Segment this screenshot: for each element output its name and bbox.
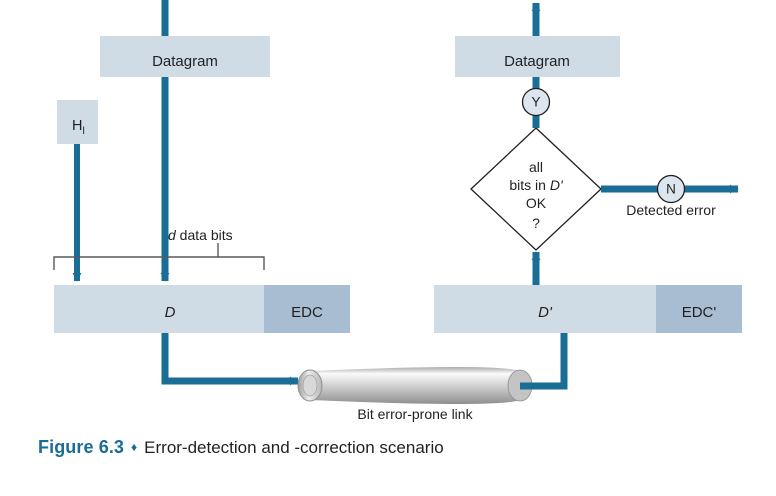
- receiver-frame-data-label: D': [538, 304, 553, 321]
- decision-diamond: [470, 127, 602, 251]
- decision-line-3: OK: [526, 195, 547, 211]
- decision-line-2-italic: D': [550, 177, 564, 193]
- receiver-datagram-box: [455, 36, 620, 77]
- decision-line-2: bits in D': [509, 177, 564, 193]
- data-bits-label: d data bits: [168, 227, 233, 243]
- sender-frame-data-box: [54, 285, 264, 333]
- data-bits-bracket: [53, 256, 265, 270]
- header-box-main-letter: H: [72, 118, 82, 134]
- header-box-subscript: l: [82, 125, 84, 137]
- sender-frame-data-label: D: [165, 304, 176, 321]
- figure-number: Figure 6.3: [38, 437, 125, 457]
- sender-frame-to-link-path: [161, 333, 299, 386]
- bit-error-prone-link-pipe: [297, 367, 533, 404]
- data-bits-label-italic: d: [168, 227, 177, 243]
- decision-line-1: all: [529, 159, 543, 175]
- no-branch-circle: [656, 174, 686, 204]
- no-branch-label: N: [666, 182, 676, 197]
- yes-branch-circle: [521, 87, 551, 117]
- header-box: [57, 100, 98, 144]
- link-label: Bit error-prone link: [357, 406, 473, 422]
- receiver-frame-edc-label: EDC': [682, 304, 717, 321]
- figure-caption: Figure 6.3 ♦ Error-detection and -correc…: [38, 437, 444, 458]
- decision-line-4: ?: [532, 215, 540, 231]
- link-to-receiver-frame-path: [520, 333, 568, 390]
- sender-frame-edc-label: EDC: [291, 304, 323, 321]
- detected-error-label: Detected error: [626, 202, 716, 218]
- sender-datagram-label: Datagram: [152, 53, 218, 70]
- sender-datagram-box: [100, 36, 270, 77]
- receiver-datagram-label: Datagram: [504, 53, 570, 70]
- decision-line-2-pre: bits in: [509, 177, 549, 193]
- receiver-frame-data-box: [434, 285, 656, 333]
- header-box-label: Hl: [72, 118, 85, 137]
- caption-diamond-icon: ♦: [131, 440, 138, 454]
- receiver-frame-edc-box: [656, 285, 742, 333]
- yes-branch-label: Y: [531, 95, 540, 110]
- figure-caption-text: Error-detection and -correction scenario: [144, 438, 444, 457]
- data-bits-label-rest: data bits: [176, 227, 233, 243]
- sender-frame-edc-box: [264, 285, 350, 333]
